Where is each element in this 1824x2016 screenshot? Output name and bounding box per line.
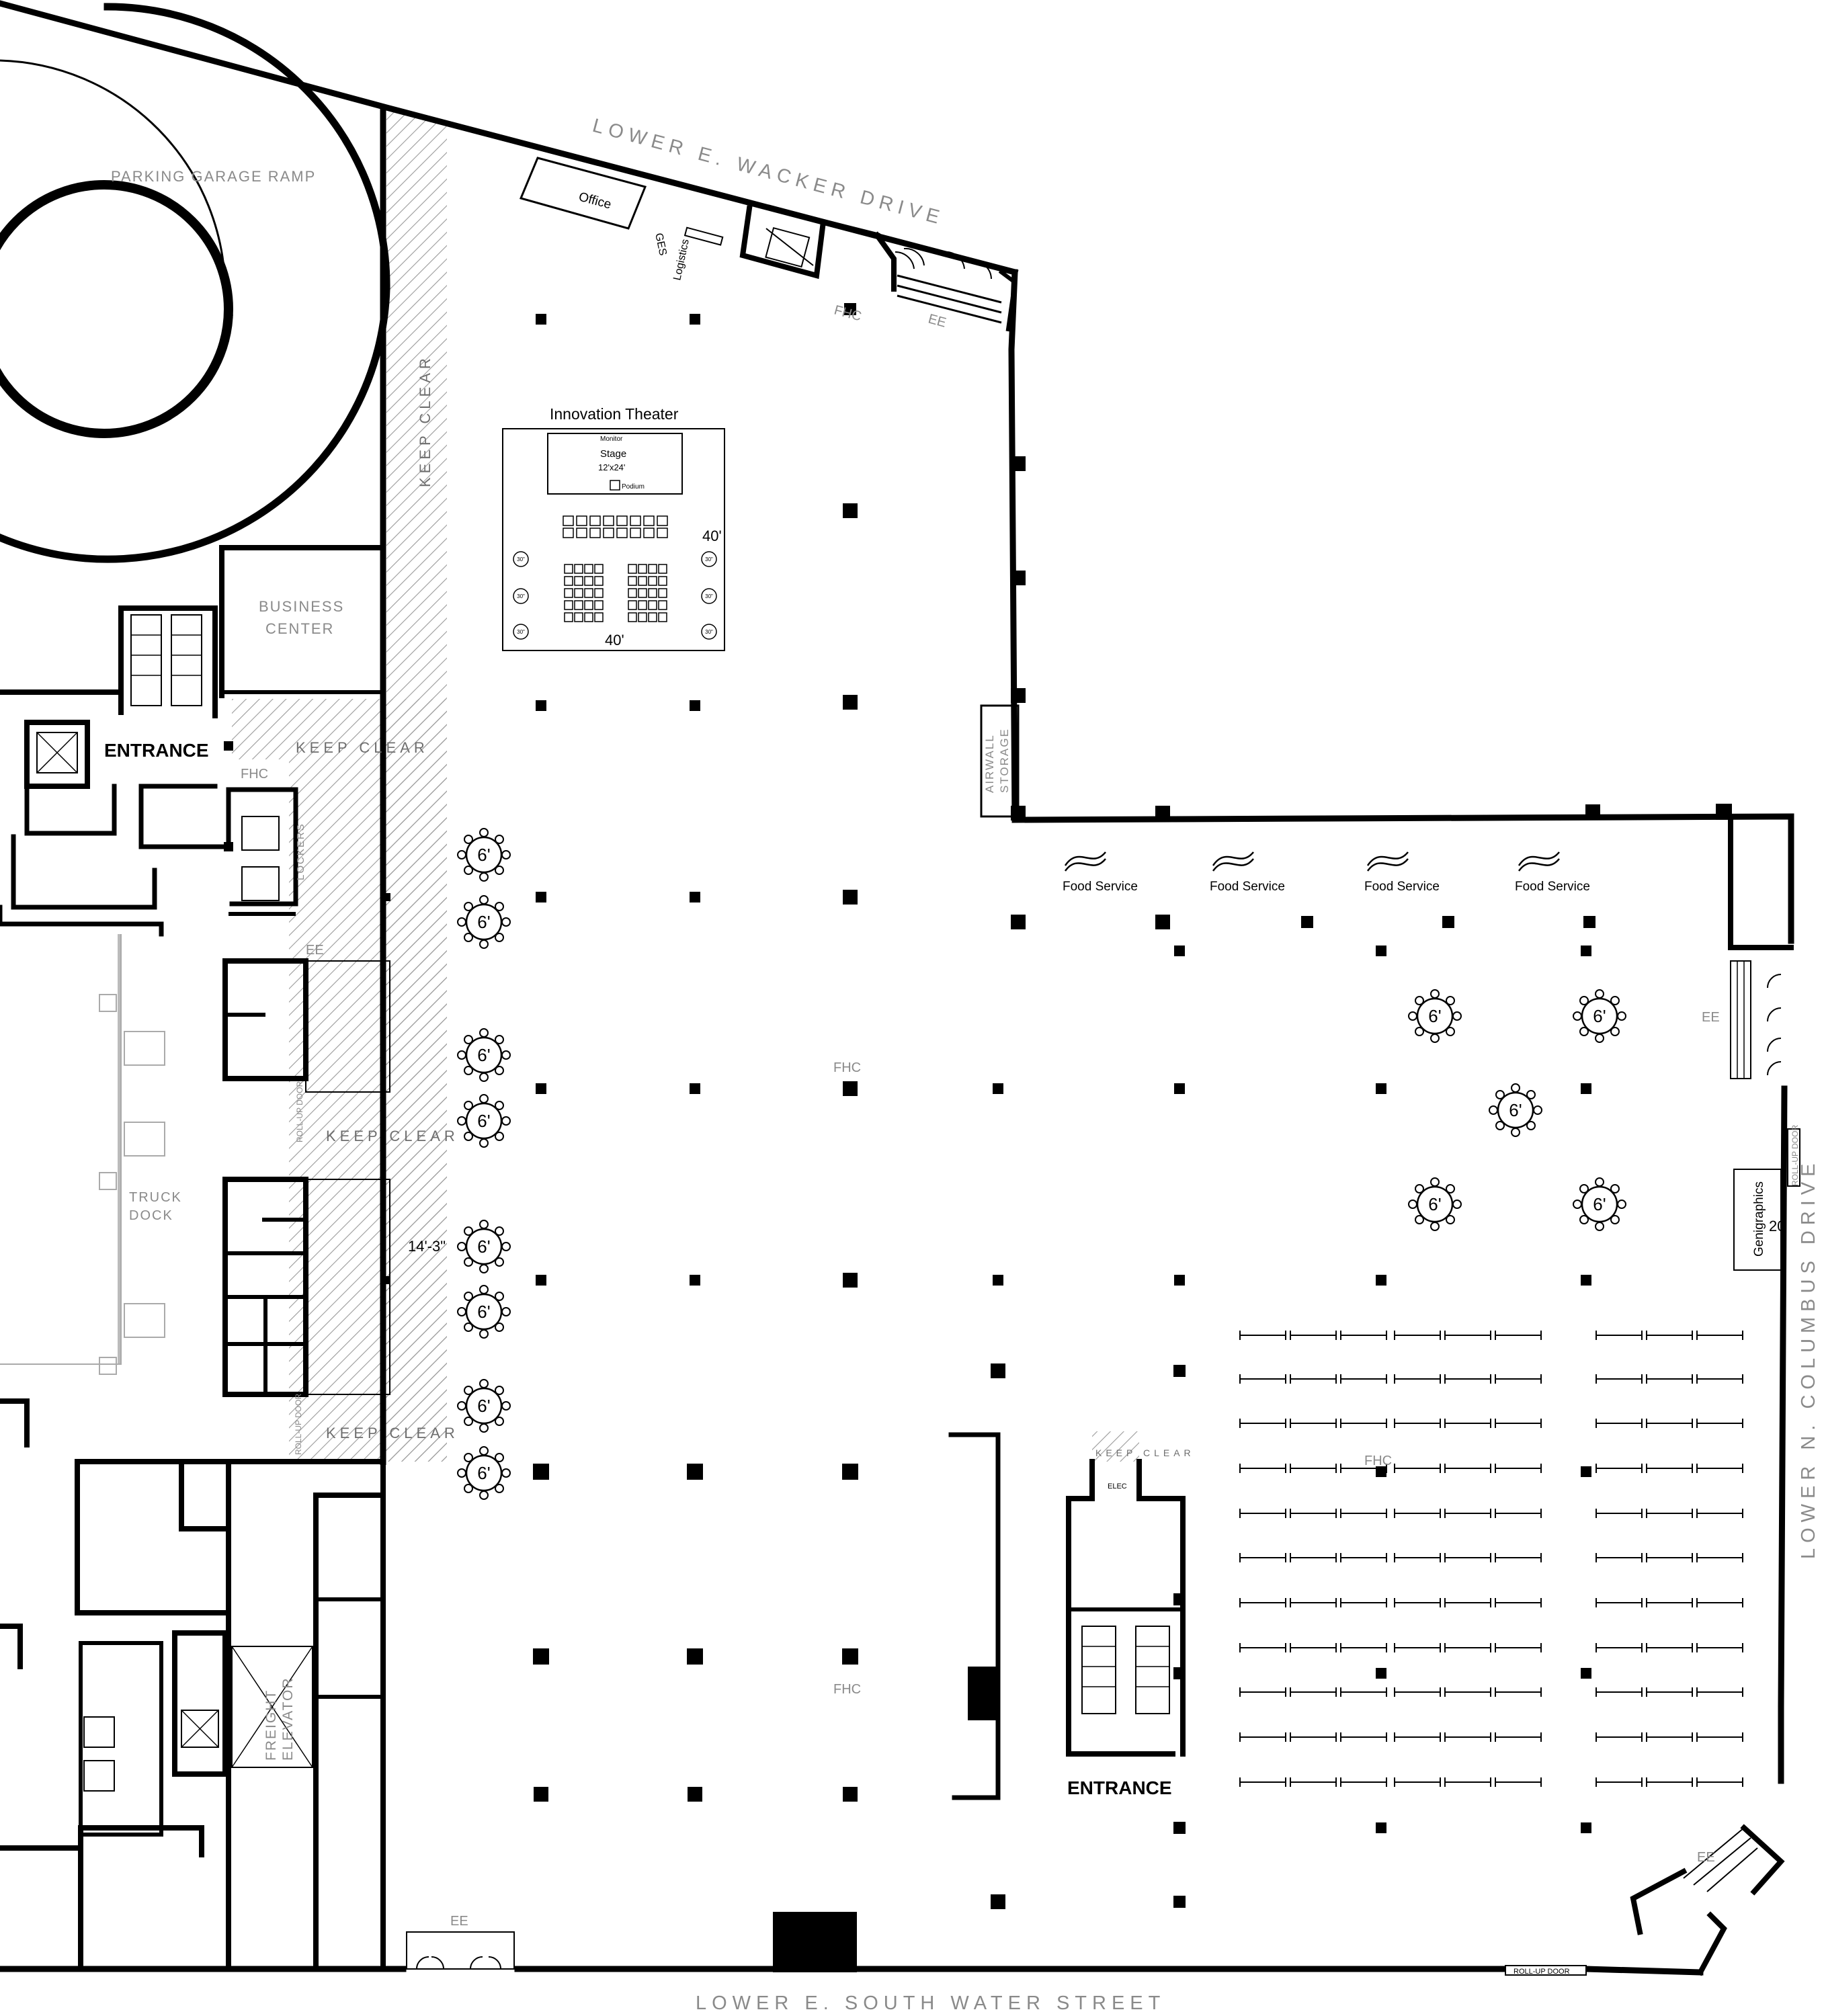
east-exits [980,704,1800,1976]
fhc-3: FHC [833,1682,861,1697]
parking-ramp-label: PARKING GARAGE RAMP [111,168,316,185]
truck-dock-label-2: DOCK [129,1208,173,1223]
table-size-label: 6' [477,845,490,865]
keep-clear-1: KEEP CLEAR [296,739,429,756]
street-east: LOWER N. COLUMBUS DRIVE [1798,1159,1819,1560]
theater-stage-size: 12'x24' [598,462,625,472]
table-size-label: 6' [477,1111,490,1131]
cocktail-table-label: 30" [705,593,713,599]
exterior-walls [0,0,1794,1976]
round-table: 6' [1572,1177,1627,1232]
table-size-label: 6' [477,1045,490,1065]
freight-elevator-label-2: ELEVATOR [280,1677,296,1761]
round-table: 6' [456,894,511,950]
theater-title: Innovation Theater [550,405,679,423]
table-size-label: 6' [477,1396,490,1416]
round-table: 6' [1488,1083,1543,1138]
round-table: 6' [1407,989,1462,1044]
table-size-label: 6' [1428,1006,1441,1026]
cocktail-table-label: 30" [517,629,525,635]
freight-elevator-label-1: FREIGHT [263,1689,279,1761]
keep-clear-vertical: KEEP CLEAR [417,354,433,487]
cocktail-table-label: 30" [705,556,713,562]
rollup-door-3: ROLL-UP DOOR [1790,1125,1800,1186]
theater-width: 40' [702,528,722,544]
airwall-label-2: STORAGE [998,728,1011,793]
table-size-label: 6' [1509,1100,1522,1120]
rollup-door-4: ROLL-UP DOOR [1514,1968,1570,1976]
table-size-label: 6' [1593,1006,1606,1026]
fhc-1: FHC [833,303,863,325]
table-size-label: 6' [477,912,490,932]
keep-clear-4: KEEP CLEAR [1095,1447,1195,1458]
round-table: 6' [456,1284,511,1339]
food-service-2: Food Service [1210,880,1285,894]
fhc-4: FHC [1364,1454,1392,1468]
logistics-label: Logistics [671,238,692,281]
round-table: 6' [456,1093,511,1148]
wacker-frontage [519,157,1018,332]
food-service-stations [1064,851,1561,872]
ee-2: EE [306,943,324,958]
elec-label: ELEC [1108,1482,1127,1490]
street-south: LOWER E. SOUTH WATER STREET [696,1992,1165,2014]
genigraphics-label: Genigraphics [1752,1181,1766,1257]
food-service-1: Food Service [1063,880,1138,894]
exhibit-booth-rows [1239,1331,1743,1787]
round-table: 6' [456,1378,511,1433]
airwall-label-1: AIRWALL [983,734,996,793]
central-escalator-core [948,1432,1186,1800]
cocktail-table-label: 30" [517,556,525,562]
rollup-door-2: ROLL-UP DOOR [294,1394,303,1455]
entrance-west-label: ENTRANCE [104,740,209,761]
keep-clear-zones [232,108,1139,1462]
table-size-label: 6' [1593,1194,1606,1214]
lockers-label: LOCKERS [295,823,306,880]
south-exit-doors [406,1931,515,1970]
table-size-label: 6' [477,1236,490,1257]
ee-3: EE [1702,1010,1720,1025]
round-table: 6' [456,827,511,882]
fhc-2: FHC [833,1060,861,1075]
theater-monitor: Monitor [600,435,623,443]
theater-stage: Stage [600,448,626,460]
business-center-label-1: BUSINESS [259,598,344,615]
theater-depth: 40' [605,632,624,648]
ee-4: EE [1697,1850,1715,1865]
food-service-3: Food Service [1364,880,1440,894]
west-service-block [0,545,390,1972]
entrance-center-label: ENTRANCE [1067,1777,1172,1798]
round-table: 6' [456,1027,511,1083]
cocktail-table-label: 30" [705,629,713,635]
innovation-theater: 30" 30" 30" 30" 30" 30" [502,428,725,651]
business-center-label-2: CENTER [265,620,334,637]
booth-number: 20 [1769,1218,1785,1234]
food-service-4: Food Service [1515,880,1590,894]
round-table: 6' [1407,1177,1462,1232]
ee-1: EE [927,312,948,331]
fhc-5: FHC [241,767,268,782]
theater-podium: Podium [622,483,645,491]
table-size-label: 6' [477,1302,490,1322]
keep-clear-2: KEEP CLEAR [326,1128,459,1144]
round-tables: 6' 6' 6' 6' 6' 6' 6' 6' 6' 6' 6' 6' 6' [456,827,1627,1501]
table-size-label: 6' [477,1463,490,1483]
aisle-dimension: 14'-3" [408,1238,446,1255]
round-table: 6' [456,1445,511,1501]
ee-5: EE [450,1914,468,1929]
table-size-label: 6' [1428,1194,1441,1214]
ges-label: GES [653,232,669,257]
building-columns [224,303,1732,1909]
truck-dock-label-1: TRUCK [129,1190,182,1205]
cocktail-table-label: 30" [517,593,525,599]
round-table: 6' [456,1219,511,1274]
rollup-door-1: ROLL-UP DOOR [295,1081,304,1142]
round-table: 6' [1572,989,1627,1044]
keep-clear-3: KEEP CLEAR [326,1425,459,1441]
